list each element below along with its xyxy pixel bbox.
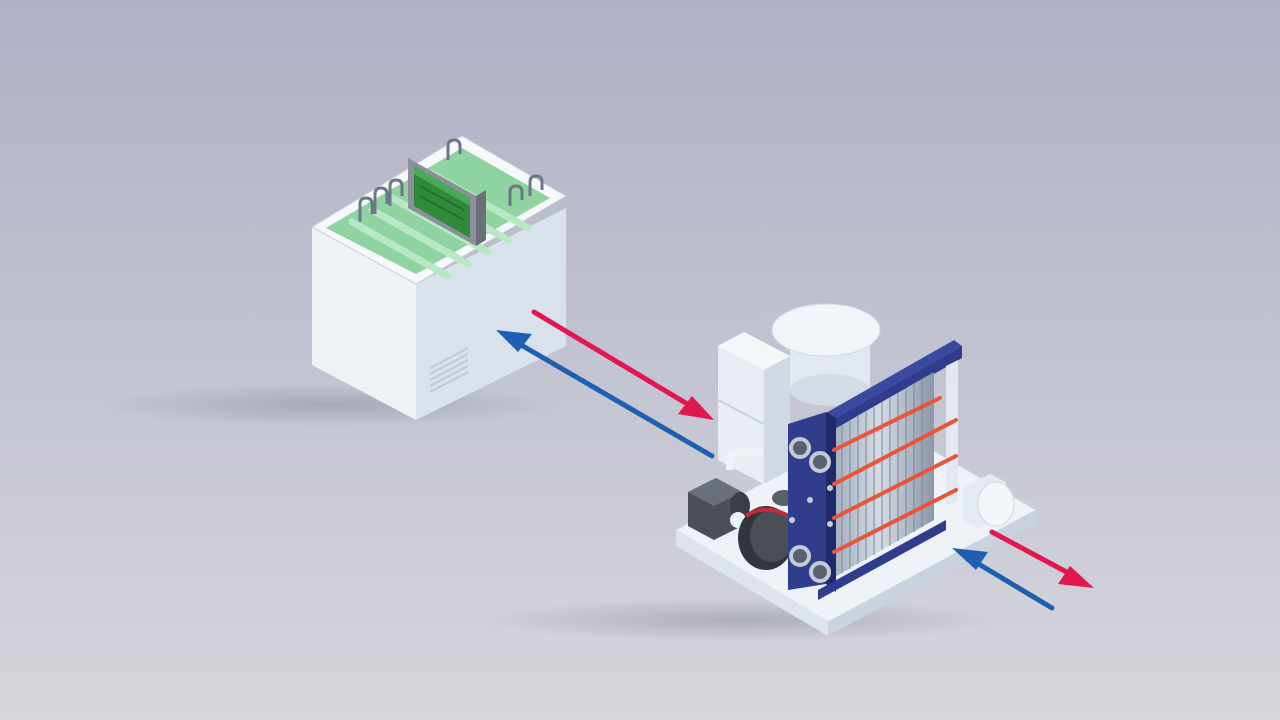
compressor-cylinder (771, 303, 881, 406)
plate-heat-exchanger (788, 340, 962, 600)
hot-flow-arrow (531, 309, 714, 420)
server-handles (358, 138, 544, 222)
cold-flow-arrow (496, 330, 715, 459)
hot-outlet-arrow (989, 529, 1094, 588)
cold-inlet-arrow (952, 548, 1055, 611)
tank-left-face (312, 227, 416, 420)
pump-right (738, 490, 796, 570)
lifted-server-board (408, 158, 486, 246)
tank-shadow (100, 383, 560, 427)
skid-front (676, 530, 828, 636)
pump-left (688, 478, 750, 540)
skid-side (828, 510, 1036, 636)
control-box (717, 332, 790, 484)
cdu-heat-exchanger-icon (480, 303, 1038, 642)
cdu-shadow (480, 598, 1000, 642)
vent-grille (429, 347, 469, 393)
white-pipe (726, 448, 762, 470)
immersion-cooling-tank-icon (100, 135, 567, 427)
frame-bolts (789, 485, 833, 527)
port-rings (789, 437, 831, 583)
outlet-connection (962, 474, 1015, 528)
